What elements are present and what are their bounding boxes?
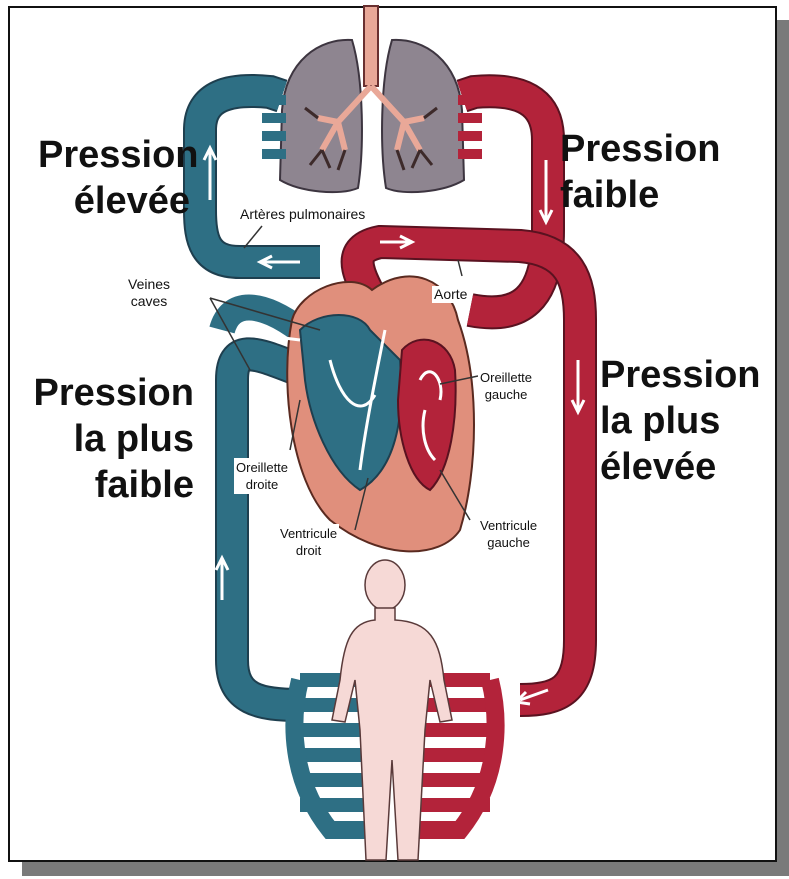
label-oreillette-droite: Oreillette droite [234,458,290,494]
pression-faible-line2: faible [560,172,721,218]
pression-faible-line1: Pression [560,126,721,172]
label-arteres-pulmonaires: Artères pulmonaires [238,206,367,223]
label-ventricule-droit: Ventricule droit [278,524,339,560]
ventricule-gauche-line1: Ventricule [480,517,537,534]
label-veines-caves: Veines caves [128,276,170,310]
pression-plus-faible-line2: la plus [30,416,194,462]
ventricule-droit-line1: Ventricule [280,525,337,542]
label-pression-plus-elevee: Pression la plus élevée [600,352,761,490]
ventricule-droit-line2: droit [280,542,337,559]
pression-elevee-line2: élevée [38,178,190,224]
pression-plus-faible-line1: Pression [30,370,194,416]
pression-plus-elevee-line1: Pression [600,352,761,398]
oreillette-gauche-line1: Oreillette [480,369,532,386]
trachea [364,6,378,86]
label-pression-elevee: Pression élevée [38,132,190,224]
pression-plus-elevee-line3: élevée [600,444,761,490]
label-aorte: Aorte [432,286,469,303]
ventricule-gauche-line2: gauche [480,534,537,551]
pression-plus-elevee-line2: la plus [600,398,761,444]
label-oreillette-gauche: Oreillette gauche [478,368,534,404]
label-pression-faible: Pression faible [560,126,721,218]
label-pression-plus-faible: Pression la plus faible [30,370,194,508]
oreillette-gauche-line2: gauche [480,386,532,403]
veines-caves-line1: Veines [128,276,170,293]
pression-plus-faible-line3: faible [30,462,194,508]
oreillette-droite-line2: droite [236,476,288,493]
superior-vena-cava [222,308,300,331]
label-ventricule-gauche: Ventricule gauche [476,516,541,552]
pression-elevee-line1: Pression [38,132,190,178]
veines-caves-line2: caves [128,293,170,310]
oreillette-droite-line1: Oreillette [236,459,288,476]
